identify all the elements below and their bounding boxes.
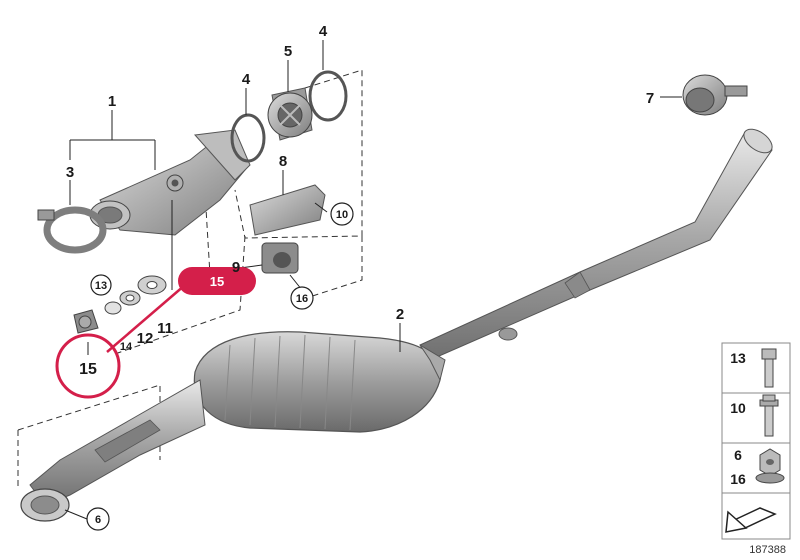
highlight-circle — [55, 333, 121, 399]
part-badge-label: 15 — [210, 274, 224, 289]
part-badge[interactable] — [178, 267, 256, 295]
callout-16: 16 — [296, 293, 308, 305]
legend-row-3-label-a: 6 — [734, 447, 742, 463]
direction-arrow-icon — [725, 507, 777, 533]
decoupling-element — [267, 87, 313, 141]
callout-13: 13 — [95, 280, 107, 292]
legend-row-2-label: 10 — [730, 400, 746, 416]
callout-10: 10 — [336, 209, 348, 221]
catalytic-converter — [193, 331, 446, 433]
callout-4-left: 4 — [242, 71, 251, 88]
gasket-rings — [230, 70, 348, 163]
callout-4-right: 4 — [319, 23, 328, 40]
callout-12: 12 — [137, 330, 154, 347]
socket-bolt-icon — [761, 348, 777, 388]
leader-lines — [64, 40, 682, 520]
callout-5: 5 — [284, 43, 292, 60]
callout-numbers: 1 2 3 4 4 5 7 8 9 11 12 14 10 13 16 6 — [66, 23, 654, 531]
callout-6: 6 — [95, 514, 101, 526]
small-parts — [73, 275, 167, 334]
clamp-7 — [682, 74, 748, 116]
legend-row-1-label: 13 — [730, 350, 746, 366]
flange-nut-icon — [755, 448, 785, 484]
callout-14: 14 — [120, 341, 133, 353]
callout-3: 3 — [66, 164, 74, 181]
highlight-callout-15: 15 15 — [55, 267, 256, 399]
fastener-legend: 13 10 6 16 — [721, 342, 791, 540]
flange-bolt-icon — [759, 394, 779, 437]
main-exhaust-pipe — [419, 128, 773, 361]
callout-9: 9 — [232, 259, 240, 276]
callout-8: 8 — [279, 153, 287, 170]
dashed-frame-lower — [299, 236, 363, 301]
legend-row-3-label-b: 16 — [730, 471, 746, 487]
bracket — [249, 184, 326, 274]
highlight-callout-label: 15 — [79, 361, 97, 378]
callout-11: 11 — [157, 320, 173, 337]
pipe-clamp — [37, 206, 107, 254]
callout-2: 2 — [396, 306, 404, 323]
callout-1: 1 — [108, 93, 116, 110]
intermediate-pipe — [89, 129, 251, 236]
front-pipe — [20, 379, 206, 522]
callout-7: 7 — [646, 90, 654, 107]
diagram-id: 187388 — [749, 544, 786, 556]
